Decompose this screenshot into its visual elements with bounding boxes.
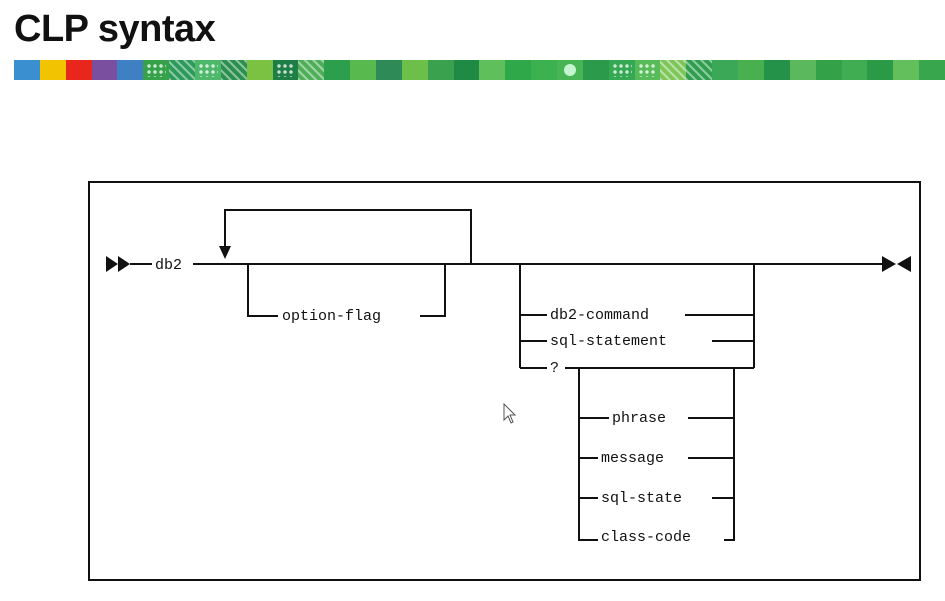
label-choice-sql-statement: sql-statement bbox=[550, 333, 667, 350]
syntax-diagram-frame: db2 option-flag db2-command sql-statemen… bbox=[88, 181, 921, 581]
banner-segment bbox=[246, 60, 273, 80]
banner-segment bbox=[738, 60, 764, 80]
repeat-loop bbox=[219, 209, 472, 317]
banner-segment bbox=[867, 60, 894, 80]
banner-segment bbox=[65, 60, 92, 80]
label-help-message: message bbox=[601, 450, 664, 467]
label-command: db2 bbox=[155, 257, 182, 274]
banner-segment bbox=[582, 60, 609, 80]
banner-segment bbox=[505, 60, 532, 80]
banner-segment bbox=[272, 60, 299, 80]
banner-segment bbox=[39, 60, 66, 80]
banner-segment bbox=[14, 60, 40, 80]
banner-segment bbox=[298, 60, 325, 80]
banner-segment bbox=[91, 60, 118, 80]
banner-segment bbox=[479, 60, 506, 80]
banner-segment bbox=[815, 60, 842, 80]
banner-segment bbox=[841, 60, 868, 80]
banner-segment bbox=[686, 60, 713, 80]
label-help-class-code: class-code bbox=[601, 529, 691, 546]
banner-segment bbox=[350, 60, 377, 80]
banner-segment bbox=[789, 60, 816, 80]
banner-segment bbox=[763, 60, 790, 80]
banner-segment bbox=[143, 60, 170, 80]
label-help-sql-state: sql-state bbox=[601, 490, 682, 507]
banner-segment bbox=[401, 60, 428, 80]
start-marker-icon bbox=[106, 256, 152, 272]
repeat-arrow-icon bbox=[219, 246, 231, 259]
end-marker-icon bbox=[882, 256, 911, 272]
banner-segment bbox=[919, 60, 945, 80]
banner-segment bbox=[195, 60, 221, 80]
banner-segment bbox=[169, 60, 196, 80]
banner-segment bbox=[117, 60, 144, 80]
label-choice-help: ? bbox=[550, 360, 559, 377]
slide-title: CLP syntax bbox=[14, 8, 216, 50]
banner-segment bbox=[376, 60, 402, 80]
label-option-flag: option-flag bbox=[282, 308, 381, 325]
label-choice-db2-command: db2-command bbox=[550, 307, 649, 324]
railroad-diagram: db2 option-flag db2-command sql-statemen… bbox=[106, 209, 911, 546]
banner-segment bbox=[634, 60, 661, 80]
banner-segment bbox=[531, 60, 558, 80]
decorative-banner bbox=[14, 60, 945, 80]
banner-segment bbox=[220, 60, 247, 80]
banner-segment bbox=[557, 60, 583, 80]
banner-segment bbox=[427, 60, 454, 80]
banner-segment bbox=[712, 60, 739, 80]
banner-segment bbox=[453, 60, 480, 80]
banner-segment bbox=[660, 60, 687, 80]
help-options-block bbox=[578, 368, 735, 541]
banner-segment bbox=[608, 60, 635, 80]
banner-segment bbox=[324, 60, 351, 80]
banner-segment bbox=[893, 60, 920, 80]
choice-block bbox=[519, 264, 755, 369]
label-help-phrase: phrase bbox=[612, 410, 666, 427]
mouse-pointer-icon bbox=[503, 403, 517, 424]
